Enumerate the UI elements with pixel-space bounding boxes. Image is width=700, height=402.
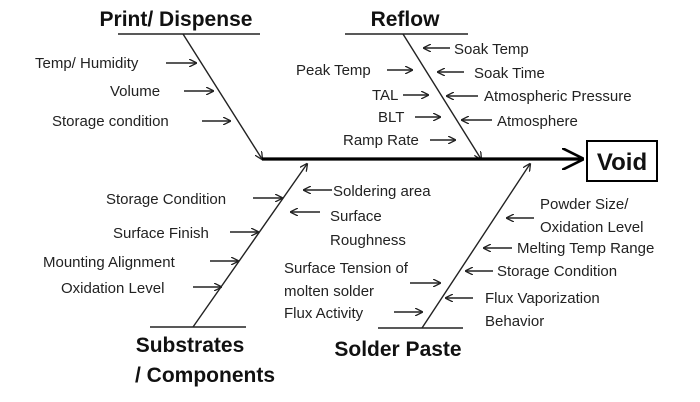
cause-peak-temp: Peak Temp <box>296 62 371 79</box>
rib-print-dispense <box>182 33 262 159</box>
effect-box <box>586 140 658 182</box>
cause-soldering-area: Soldering area <box>333 183 431 200</box>
cause-surface-tension-line1: Surface Tension of <box>284 260 409 277</box>
category-solder-paste: Solder Paste <box>334 338 461 361</box>
cause-atmospheric-pressure: Atmospheric Pressure <box>484 88 632 105</box>
cause-surface-finish: Surface Finish <box>113 225 209 242</box>
cause-storage-condition-substrate: Storage Condition <box>106 191 226 208</box>
cause-soak-time: Soak Time <box>474 65 545 82</box>
cause-surface-tension-line2: molten solder <box>284 283 374 300</box>
cause-roughness: Roughness <box>330 232 406 249</box>
cause-powder-size-line1: Powder Size/ <box>540 196 629 213</box>
cause-storage-condition: Storage condition <box>52 113 169 130</box>
rib-substrates <box>192 164 307 328</box>
cause-mounting-alignment: Mounting Alignment <box>43 254 176 271</box>
category-substrates-line2: / Components <box>135 364 275 387</box>
rib-reflow <box>402 33 481 159</box>
category-substrates-line1: Substrates <box>136 334 245 357</box>
cause-soak-temp: Soak Temp <box>454 41 529 58</box>
cause-atmosphere: Atmosphere <box>497 113 578 130</box>
cause-ramp-rate: Ramp Rate <box>343 132 419 149</box>
cause-flux-vaporization-line1: Flux Vaporization <box>485 290 600 307</box>
cause-volume: Volume <box>110 83 160 100</box>
cause-flux-activity: Flux Activity <box>284 305 364 322</box>
cause-flux-vaporization-line2: Behavior <box>485 313 544 330</box>
cause-temp-humidity: Temp/ Humidity <box>35 55 139 72</box>
cause-surface: Surface <box>330 208 382 225</box>
cause-tal: TAL <box>372 87 398 104</box>
cause-melting-temp-range: Melting Temp Range <box>517 240 654 257</box>
cause-storage-condition-paste: Storage Condition <box>497 263 617 280</box>
cause-blt: BLT <box>378 109 404 126</box>
rib-solder-paste <box>421 164 530 329</box>
cause-powder-size-line2: Oxidation Level <box>540 219 643 236</box>
effect-label: Void <box>597 149 647 176</box>
cause-oxidation-level-substrate: Oxidation Level <box>61 280 164 297</box>
category-reflow: Reflow <box>371 8 441 31</box>
category-print-dispense: Print/ Dispense <box>100 8 253 31</box>
